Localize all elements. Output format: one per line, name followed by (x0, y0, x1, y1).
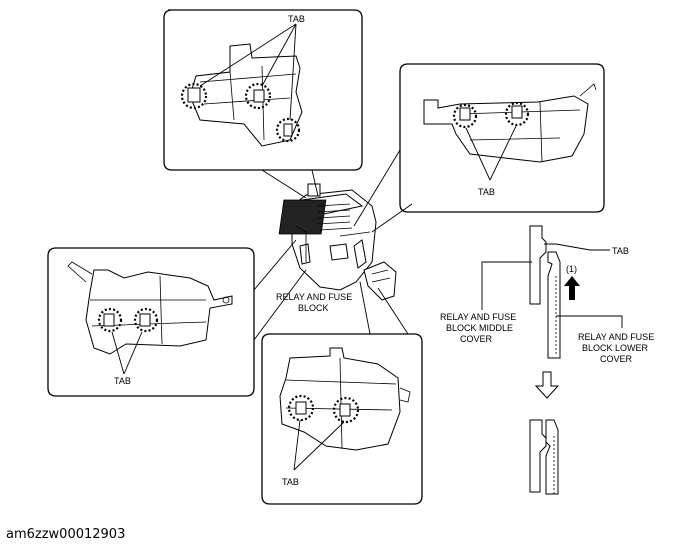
push-up-arrow-icon (564, 276, 580, 300)
relay-fuse-block-label-line2: BLOCK (298, 303, 329, 313)
tab-label-section: TAB (612, 246, 629, 256)
reference-code: am6zzw00012903 (6, 527, 125, 542)
down-arrow-icon (534, 371, 560, 399)
cover-view-bottom (279, 347, 411, 451)
cover-view-left (67, 261, 233, 355)
tab-marker (275, 117, 301, 143)
relay-fuse-block-label-line1: RELAY AND FUSE (276, 292, 352, 302)
detail-bottom-panel: TAB (261, 281, 423, 505)
middle-cover-label-line2: BLOCK MIDDLE (446, 323, 513, 333)
lower-cover-label-line1: RELAY AND FUSE (578, 332, 654, 342)
tab-marker (97, 307, 123, 333)
lower-cover-label-line3: COVER (600, 354, 633, 364)
detail-right-panel: TAB (353, 63, 605, 233)
tab-label-right: TAB (478, 187, 495, 197)
middle-cover-label-line1: RELAY AND FUSE (440, 312, 516, 322)
tab-label-bottom: TAB (282, 477, 299, 487)
tab-marker (133, 307, 159, 333)
tab-label-left: TAB (114, 376, 131, 386)
middle-cover-label-line3: COVER (460, 334, 493, 344)
tab-marker (180, 82, 208, 110)
tab-marker (452, 103, 478, 129)
tab-marker (244, 82, 272, 110)
detail-top-panel: TAB (163, 9, 363, 199)
cover-view-right (423, 83, 597, 163)
lower-cover-label-line2: BLOCK LOWER (582, 343, 649, 353)
step-label: (1) (566, 264, 577, 274)
tab-marker (332, 396, 360, 424)
cross-section-before (529, 225, 610, 359)
tab-label-top: TAB (288, 14, 305, 24)
relay-fuse-block-illustration (278, 183, 397, 301)
tab-marker (287, 394, 315, 422)
tab-marker (504, 101, 530, 127)
cross-section-after (529, 419, 559, 495)
detail-left-panel: TAB (47, 239, 307, 397)
